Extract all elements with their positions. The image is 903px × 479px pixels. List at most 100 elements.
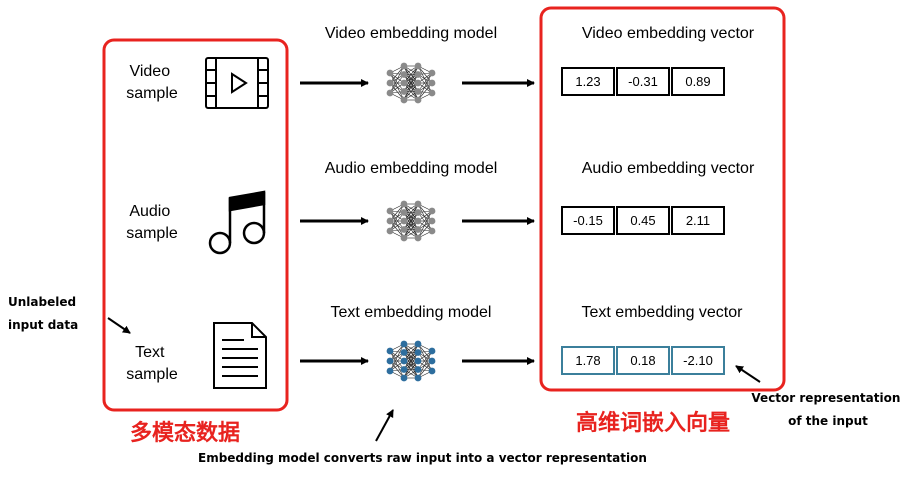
network-edge (417, 343, 433, 372)
vector-value: -0.31 (628, 74, 658, 89)
network-edge (417, 343, 433, 362)
network-edge (389, 350, 405, 370)
network-node (386, 367, 394, 375)
network-edge (417, 352, 433, 372)
network-node (414, 88, 422, 95)
network-edge (417, 203, 433, 232)
network-node (414, 71, 422, 78)
vector-value: 2.11 (686, 213, 710, 228)
network-node (414, 349, 422, 356)
network-edge (403, 203, 419, 230)
vector-cell (561, 67, 615, 96)
network-edge (389, 343, 405, 372)
input-video-label: Video sample (126, 63, 178, 102)
network-node (400, 88, 408, 95)
network-edge (417, 203, 433, 222)
unlabeled-annotation-arrow (107, 317, 131, 334)
network-node (400, 96, 408, 104)
network-node (386, 79, 394, 87)
network-edge (403, 65, 419, 101)
network-node (400, 374, 408, 382)
vector-cell (671, 206, 725, 235)
network-node (414, 96, 422, 104)
text-model-label: Text embedding model (331, 304, 492, 321)
network-edge (417, 65, 433, 84)
vector-cell (561, 206, 615, 235)
network-edge (417, 82, 433, 101)
network-edge (389, 72, 405, 101)
model-caption-arrow (375, 409, 394, 442)
network-edge (403, 352, 419, 379)
network-edge (417, 65, 433, 94)
network-node (400, 79, 408, 87)
vector-cell (616, 67, 670, 96)
network-node (400, 62, 408, 70)
model-caption: Embedding model converts raw input into … (198, 451, 647, 465)
network-node (400, 226, 408, 233)
network-edge (417, 350, 433, 370)
network-node (414, 357, 422, 365)
network-node (414, 217, 422, 225)
network-node (400, 209, 408, 216)
vector-cell (671, 346, 725, 375)
network-node (428, 367, 436, 375)
network-edge (403, 360, 419, 379)
network-node (400, 366, 408, 373)
vector-value: 0.89 (685, 74, 710, 89)
input-audio-label: Audio sample (126, 203, 178, 242)
input-data-frame (102, 38, 289, 412)
text-vector: 1.78 0.18 -2.10 (561, 346, 725, 375)
vector-value: -2.10 (683, 353, 713, 368)
network-node (400, 357, 408, 365)
high-dim-vector-title: 高维词嵌入向量 (576, 410, 730, 436)
network-edge (389, 74, 405, 94)
network-node (414, 200, 422, 208)
video-vector-label: Video embedding vector (582, 25, 755, 42)
video-vector: 1.23 -0.31 0.89 (561, 67, 725, 96)
network-node (386, 89, 394, 97)
network-edge (389, 203, 405, 232)
network-node (414, 366, 422, 373)
audio-vector: -0.15 0.45 2.11 (561, 206, 725, 235)
network-edge (403, 343, 419, 370)
network-node (400, 217, 408, 225)
network-edge (417, 72, 433, 92)
video-model-network-icon (386, 62, 436, 104)
network-node (428, 69, 436, 77)
network-edge (417, 210, 433, 239)
network-edge (403, 203, 419, 239)
network-edge (417, 350, 433, 379)
network-edge (403, 343, 419, 362)
network-edge (389, 350, 405, 379)
network-edge (389, 65, 405, 94)
network-edge (417, 220, 433, 239)
vector-value: 0.45 (630, 213, 655, 228)
network-node (386, 357, 394, 365)
video-model-label: Video embedding model (325, 25, 497, 42)
network-node (414, 79, 422, 87)
network-edge (389, 212, 405, 232)
network-edge (417, 74, 433, 94)
network-edge (403, 82, 419, 101)
network-edge (389, 352, 405, 372)
network-node (414, 374, 422, 382)
network-node (400, 234, 408, 242)
network-node (400, 349, 408, 356)
video-film-icon (205, 57, 269, 109)
network-node (386, 217, 394, 225)
input-text-label: Text sample (126, 344, 178, 383)
vector-cell (671, 67, 725, 96)
network-node (400, 200, 408, 208)
network-node (414, 234, 422, 242)
network-node (428, 79, 436, 87)
vector-cell (561, 346, 615, 375)
vector-value: 1.23 (575, 74, 600, 89)
vector-value: -0.15 (573, 213, 603, 228)
music-note-icon (208, 190, 266, 255)
network-edge (403, 220, 419, 239)
network-node (386, 207, 394, 215)
vector-rep-annotation-arrow (735, 365, 761, 383)
network-edge (403, 65, 419, 92)
network-edge (417, 360, 433, 379)
vector-value: 1.78 (575, 353, 600, 368)
